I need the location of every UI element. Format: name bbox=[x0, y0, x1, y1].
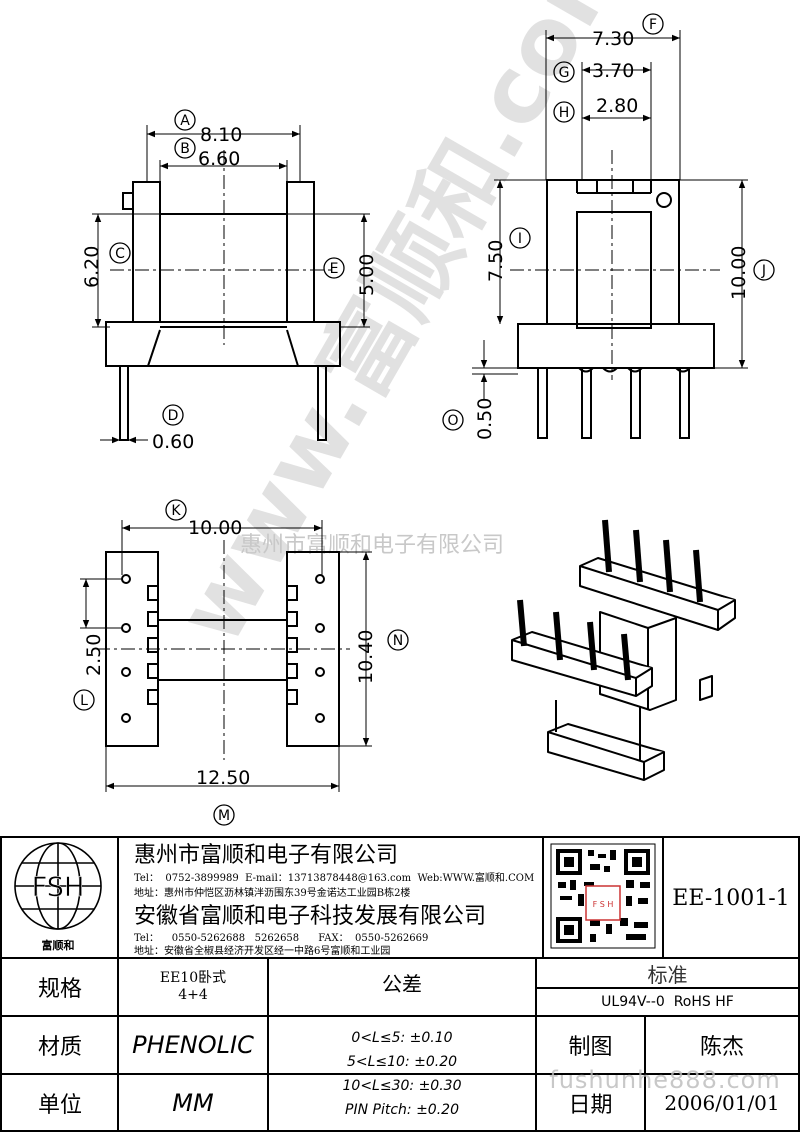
svg-text:J: J bbox=[761, 263, 766, 279]
tolerance-line-4: PIN Pitch: ±0.20 bbox=[345, 1102, 459, 1118]
drawn-label: 制图 bbox=[568, 1035, 613, 1060]
company-name-2: 安徽省富顺和电子科技发展有限公司 bbox=[134, 904, 487, 929]
title-block-grid: FSH 富顺和 F S H bbox=[0, 836, 800, 1132]
dim-f-value: 7.30 bbox=[592, 28, 634, 50]
label-j-marker: J bbox=[753, 259, 775, 281]
front-dimensions bbox=[92, 125, 370, 444]
technical-drawing: www.富顺和.com 惠州市富顺和电子有限公司 bbox=[73, 0, 775, 826]
label-g-marker: G bbox=[553, 61, 575, 83]
svg-text:H: H bbox=[559, 105, 570, 121]
spec-value: EE10卧式 4+4 bbox=[118, 958, 268, 1016]
svg-text:L: L bbox=[80, 693, 88, 709]
dim-g-value: 3.70 bbox=[592, 60, 634, 82]
dim-e-value: 5.00 bbox=[356, 254, 378, 296]
label-d-marker: D bbox=[162, 404, 184, 426]
label-c-marker: C bbox=[109, 242, 131, 264]
svg-text:K: K bbox=[171, 503, 181, 519]
svg-text:N: N bbox=[393, 633, 403, 649]
bottom-dimensions bbox=[80, 520, 372, 792]
label-l-marker: L bbox=[73, 689, 95, 711]
title-block: FSH 富顺和 F S H 惠州市富顺和电子有限公司 Tel： 0752-389… bbox=[0, 836, 800, 1132]
dim-i-value: 7.50 bbox=[485, 240, 507, 282]
svg-text:M: M bbox=[218, 808, 230, 824]
qr-code bbox=[550, 843, 656, 949]
dim-j-value: 10.00 bbox=[728, 246, 750, 300]
standard-label: 标准 bbox=[647, 962, 688, 987]
tolerance-label: 公差 bbox=[382, 971, 422, 996]
tolerance-line-2: 5<L≤10: ±0.20 bbox=[346, 1054, 458, 1070]
dimension-labels: A B C D E F G H I J K L M N O bbox=[73, 13, 775, 826]
fsh-logo bbox=[14, 842, 102, 930]
dim-l-value: 2.50 bbox=[83, 634, 105, 676]
watermark: www.富顺和.com 惠州市富顺和电子有限公司 bbox=[156, 0, 653, 661]
label-e-marker: E bbox=[323, 257, 345, 279]
label-h-marker: H bbox=[553, 101, 575, 123]
svg-text:E: E bbox=[330, 261, 339, 277]
svg-text:C: C bbox=[115, 246, 125, 262]
date-label: 日期 bbox=[568, 1092, 613, 1118]
label-m-marker: M bbox=[213, 804, 235, 826]
dim-d-value: 0.60 bbox=[152, 431, 194, 453]
standard-value: UL94V--0 RoHS HF bbox=[601, 994, 734, 1010]
label-o-marker: O bbox=[442, 409, 464, 431]
dim-k-value: 10.00 bbox=[188, 517, 242, 539]
dim-n-value: 10.40 bbox=[355, 630, 377, 684]
watermark-diagonal: www.富顺和.com bbox=[156, 0, 653, 661]
dim-o-value: 0.50 bbox=[474, 398, 496, 440]
dim-h-value: 2.80 bbox=[596, 95, 638, 117]
label-n-marker: N bbox=[387, 629, 409, 651]
tolerance-lines: 0<L≤5: ±0.10 5<L≤10: ±0.20 10<L≤30: ±0.3… bbox=[268, 1022, 536, 1126]
tolerance-line-1: 0<L≤5: ±0.10 bbox=[351, 1030, 453, 1046]
part-number: EE-1001-1 bbox=[672, 885, 790, 911]
svg-text:O: O bbox=[447, 413, 458, 429]
label-b-marker: B bbox=[174, 137, 196, 159]
company-name-1: 惠州市富顺和电子有限公司 bbox=[134, 843, 399, 868]
side-view bbox=[510, 150, 720, 439]
label-f-marker: F bbox=[642, 13, 664, 35]
spec-value-line1: EE10卧式 bbox=[159, 970, 227, 986]
label-k-marker: K bbox=[165, 499, 187, 521]
dim-b-value: 6.60 bbox=[198, 148, 240, 170]
logo-text: FSH bbox=[32, 872, 85, 903]
svg-text:I: I bbox=[518, 231, 522, 247]
drawn-value: 陈杰 bbox=[699, 1035, 744, 1060]
svg-text:D: D bbox=[168, 408, 179, 424]
svg-text:F: F bbox=[649, 17, 657, 33]
date-value: 2006/01/01 bbox=[664, 1090, 780, 1115]
label-i-marker: I bbox=[509, 227, 531, 249]
company-address-1: 地址：惠州市仲恺区沥林镇泮沥围东39号金诺达工业园B栋2楼 bbox=[134, 887, 411, 899]
dim-m-value: 12.50 bbox=[196, 767, 250, 789]
label-a-marker: A bbox=[174, 109, 196, 131]
bottom-view bbox=[96, 540, 350, 760]
spec-label: 规格 bbox=[37, 977, 82, 1002]
svg-text:B: B bbox=[180, 141, 190, 157]
company-contact-2: Tel： 0550-5262688 5262658 FAX： 0550-5262… bbox=[134, 933, 429, 944]
dim-c-value: 6.20 bbox=[81, 246, 103, 288]
material-value: PHENOLIC bbox=[132, 1031, 254, 1059]
watermark-center: 惠州市富顺和电子有限公司 bbox=[240, 533, 504, 558]
material-label: 材质 bbox=[37, 1035, 82, 1060]
logo-caption: 富顺和 bbox=[42, 938, 75, 952]
company-contact-1: Tel： 0752-3899989 E-mail：13713878448@163… bbox=[134, 872, 535, 884]
spec-value-line2: 4+4 bbox=[178, 987, 208, 1003]
tolerance-line-3: 10<L≤30: ±0.30 bbox=[342, 1078, 462, 1094]
unit-label: 单位 bbox=[37, 1092, 82, 1118]
side-dimensions bbox=[472, 30, 748, 400]
front-view bbox=[105, 150, 341, 441]
svg-text:G: G bbox=[559, 65, 570, 81]
svg-text:A: A bbox=[180, 113, 190, 129]
unit-value: MM bbox=[172, 1088, 214, 1117]
isometric-view bbox=[511, 519, 736, 781]
company-address-2: 地址：安徽省全椒县经济开发区经一中路6号富顺和工业园 bbox=[134, 946, 391, 957]
qr-caption: F S H bbox=[593, 900, 614, 909]
dim-a-value: 8.10 bbox=[200, 124, 242, 146]
watermark-bottom: fushunhe888.com bbox=[549, 1066, 781, 1094]
